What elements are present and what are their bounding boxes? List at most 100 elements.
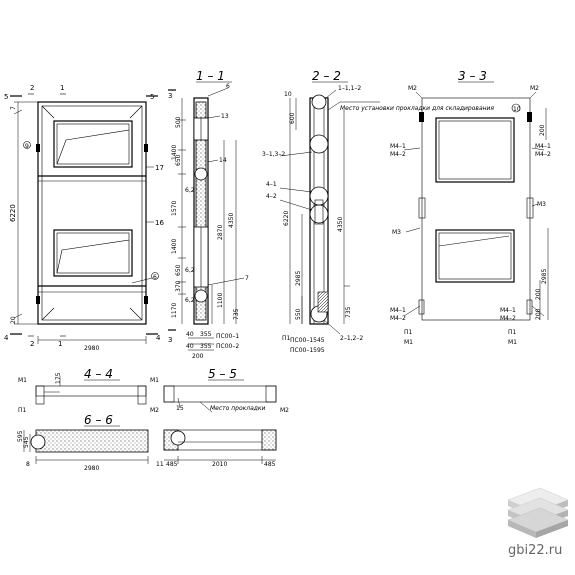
sec33-label-8: М4–1 [390,307,406,314]
sec11-bottom-dim-2: 40 [186,343,194,350]
sec11-dim-left-4: 1400 [171,239,178,254]
sec33-label-10: М4–1 [500,307,516,314]
main-mark-top-1: 2 [30,84,34,92]
sec11-label-1: 13 [221,113,229,120]
main-dim-total: 6220 [9,204,17,222]
sec66-dim2-2: 2010 [212,461,227,468]
section-3-3: 3 – 3 М2 М2 М4–1 М4–2 М4–1 М4– [390,69,551,346]
sec22-callout-3: 4–2 [266,193,277,200]
sec22-dim-left-3: 550 [295,308,302,320]
main-mark-bottom-2: 1 [58,340,62,348]
main-mark-top-0: 5 [4,93,8,101]
sec11-leader-2: 6,2 [185,297,195,304]
sec33-label-12: П1 [404,329,413,336]
main-dim-width: 2980 [84,345,99,352]
sec33-label-7: М3 [537,201,546,208]
sec11-dim-left-0: 500 [175,116,182,128]
sec11-bottom-text-0: ПС00–1 [216,333,239,340]
sec33-label-0: М2 [408,85,417,92]
panel-outline [37,101,147,325]
section-6-6: 6 – 6 595 545 2980 8 11 485 2010 485 [17,413,277,472]
sec11-bottom-text-1: ПС00–2 [216,343,239,350]
sec22-dim-left-1: 6220 [283,211,290,226]
sec22-label-1: ПС00–1545 [290,337,325,344]
section-4-4: 4 – 4 М1 М1 П1 175 [18,367,159,414]
sec11-bottom-dim-3: 355 [200,343,212,350]
sec22-callout-1: 3–1,3–2 [262,151,285,158]
section-5-5: 5 – 5 М2 М2 Место прокладки 15 [150,367,289,414]
sec22-dim-left-0: 600 [289,112,296,124]
sec33-label-2: М4–1 [390,143,406,150]
section-4-4-title: 4 – 4 [84,367,113,381]
main-front-view: 5 2 1 5 4 2 1 4 6220 7 20 17 16 6 9 2980 [4,84,164,352]
section-5-5-title: 5 – 5 [208,367,237,381]
sec33-dim-0: 200 [539,124,546,136]
sec66-dim-left-0: 595 [17,430,24,442]
main-mark-bottom-3: 4 [156,334,161,342]
sec11-dim-left-6: 370 [175,280,182,292]
main-mark-left: 9 [25,143,29,150]
sec55-label-1: М2 [280,407,289,414]
sec22-mark-top: 10 [284,91,292,98]
sec11-dim-left-5: 650 [175,264,182,276]
sec22-note: Место установки прокладки для складирова… [340,105,494,112]
main-mark-right-0: 17 [155,164,164,172]
section-1-1-fill [195,101,207,321]
section-2-2-title: 2 – 2 [312,69,341,83]
sec33-label-13: М1 [404,339,413,346]
sec22-label-0: П1 [282,335,291,342]
section-1-1: 1 – 1 6 13 1 [168,69,249,360]
sec66-bottom-dim: 2980 [84,465,99,472]
main-dim-top: 7 [10,106,17,110]
sec33-label-6: М3 [392,229,401,236]
sec11-dim-right-2: 1100 [217,293,224,308]
sec11-leader-1: 6,2 [185,267,195,274]
sec66-left-mark: 8 [26,461,30,468]
sec22-label-2: ПС00–1595 [290,347,325,354]
main-mark-top-2: 1 [60,84,64,92]
sec33-label-15: М1 [508,339,517,346]
sec22-callout-4: 2–1,2–2 [340,335,363,342]
main-dim-bottom: 20 [10,316,17,324]
section-6-6-title: 6 – 6 [84,413,113,427]
sec11-dim-left-7: 1170 [171,303,178,318]
sec33-label-14: П1 [508,329,517,336]
logo-text: gbi22.ru [508,543,562,558]
main-mark-right-2: 6 [153,274,157,281]
sec66-dim2-3: 485 [264,461,276,468]
sec44-label-1: М1 [150,377,159,384]
sec33-dim-2: 200 [535,288,542,300]
section-2-2: 2 – 2 1–1,1–2 Место установки прокладки … [262,69,494,354]
sec66-dim2-0: 11 [156,461,164,468]
sec33-label-9: М4–2 [390,315,406,322]
window-upper [53,120,133,168]
sec33-dim-1: 2985 [541,269,548,284]
sec11-dim-left-2: 650 [175,154,182,166]
sec22-dim-right-0: 4350 [337,217,344,232]
sec44-label-2: П1 [18,407,27,414]
sec11-mark-bottom: 3 [168,336,172,344]
section-1-1-title: 1 – 1 [196,69,225,83]
sec11-label-0: 6 [226,83,230,90]
logo: gbi22.ru [507,487,569,558]
sec22-dim-left-2: 2985 [295,271,302,286]
sec22-callout-0: 1–1,1–2 [338,85,361,92]
sec11-dim-right-1: 2870 [217,225,224,240]
sec33-dim-3: 200 [535,308,542,320]
sec44-dim: 175 [55,372,62,384]
main-mark-top-3: 5 [150,93,154,101]
sec11-bottom-total: 200 [192,353,204,360]
sec11-dim-right-3: 735 [233,308,240,320]
sec11-dim-right-0: 4350 [228,213,235,228]
sec33-label-5: М4–2 [535,151,551,158]
sec22-dim-right-1: 735 [345,306,352,318]
sec55-note: Место прокладки [210,405,266,412]
sec11-label-2: 14 [219,157,227,164]
sec33-label-11: М4–2 [500,315,516,322]
sec11-leader-0: 6,2 [185,187,195,194]
sec22-callout-2: 4–1 [266,181,277,188]
sec33-label-3: М4–2 [390,151,406,158]
sec66-dim2-1: 485 [166,461,178,468]
main-mark-right-1: 16 [155,219,164,227]
